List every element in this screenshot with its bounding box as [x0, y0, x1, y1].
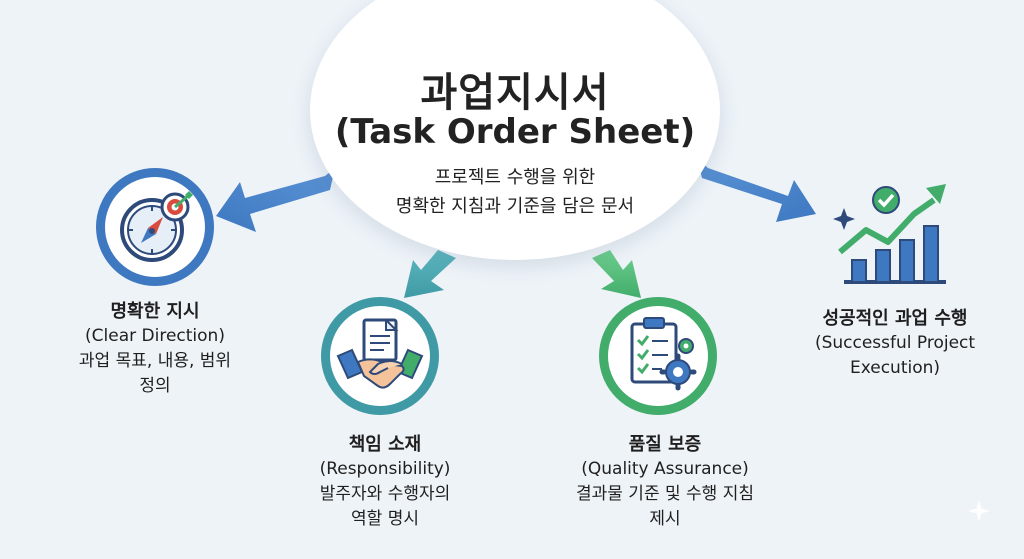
clear-direction-subtitle: (Clear Direction) — [85, 326, 225, 346]
growth-chart-icon — [833, 184, 946, 284]
quality-assurance-desc-line2: 제시 — [649, 509, 681, 529]
main-title: 과업지시서 — [420, 70, 610, 116]
responsibility-desc-line2: 역할 명시 — [351, 509, 419, 529]
checklist-gear-icon — [630, 317, 697, 391]
responsibility-subtitle: (Responsibility) — [319, 459, 451, 479]
clear-direction-node — [96, 168, 214, 286]
compass-target-icon — [120, 191, 193, 262]
arrow-to-quality-assurance — [592, 250, 641, 298]
success-label: 성공적인 과업 수행 (Successful Project Execution… — [785, 306, 1005, 381]
responsibility-title: 책임 소재 — [348, 434, 422, 455]
responsibility-desc-line1: 발주자와 수행자의 — [319, 484, 451, 504]
center-description-line1: 프로젝트 수행을 위한 — [434, 167, 596, 188]
quality-assurance-title: 품질 보증 — [628, 434, 702, 455]
quality-assurance-desc-line1: 결과물 기준 및 수행 지침 — [575, 484, 754, 504]
quality-assurance-subtitle: (Quality Assurance) — [581, 459, 749, 479]
center-description-line2: 명확한 지침과 기준을 담은 문서 — [395, 196, 635, 217]
success-subtitle-line2: Execution) — [849, 358, 941, 378]
handshake-document-icon — [336, 318, 424, 389]
sparkle-icon — [968, 500, 990, 522]
success-title: 성공적인 과업 수행 — [822, 308, 968, 329]
success-subtitle: (Successful Project — [814, 333, 976, 353]
clear-direction-title: 명확한 지시 — [110, 301, 200, 322]
clear-direction-label: 명확한 지시 (Clear Direction) 과업 목표, 내용, 범위 정… — [35, 299, 275, 399]
clear-direction-desc-line2: 정의 — [139, 376, 171, 396]
arrow-to-success — [697, 158, 816, 222]
clear-direction-desc-line1: 과업 목표, 내용, 범위 — [78, 351, 232, 371]
quality-assurance-label: 품질 보증 (Quality Assurance) 결과물 기준 및 수행 지침… — [535, 432, 795, 532]
responsibility-label: 책임 소재 (Responsibility) 발주자와 수행자의 역할 명시 — [285, 432, 485, 532]
quality-assurance-node — [599, 297, 717, 415]
arrow-to-responsibility — [404, 250, 456, 298]
center-bubble: 과업지시서 (Task Order Sheet) 프로젝트 수행을 위한 명확한… — [310, 0, 720, 260]
arrow-to-clear-direction — [216, 168, 335, 232]
main-subtitle: (Task Order Sheet) — [334, 112, 696, 152]
responsibility-node — [321, 297, 439, 415]
